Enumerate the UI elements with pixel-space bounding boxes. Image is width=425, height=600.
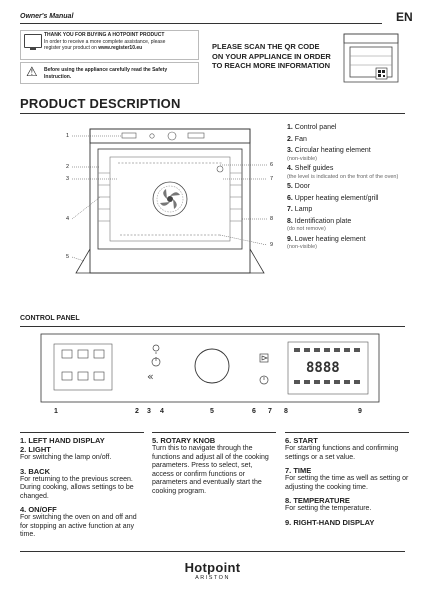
- list-item: 2. Fan: [287, 135, 307, 143]
- callout-4: 4: [66, 216, 70, 222]
- header-divider: [20, 23, 382, 24]
- warning-triangle-icon: ⚠: [26, 64, 38, 79]
- list-item: 7. Lamp: [287, 206, 313, 213]
- list-item: 8. Identification plate(do not remove): [287, 217, 352, 233]
- thanks-line2: register your product on: [44, 45, 99, 51]
- brand-logo: Hotpoint: [184, 560, 241, 575]
- list-item: 3. Circular heating element(non-visible): [287, 147, 371, 162]
- callout-2: 2: [66, 164, 70, 170]
- heading-time: 7. TIME: [285, 466, 312, 475]
- right-display-digits: 8888: [306, 360, 340, 376]
- panel-num-4: 4: [160, 408, 164, 415]
- heading-temperature: 8. TEMPERATURE: [285, 496, 350, 505]
- oven-diagram: [71, 128, 268, 274]
- thanks-heading: THANK YOU FOR BUYING A HOTPOINT PRODUCT: [44, 32, 165, 38]
- panel-num-1: 1: [54, 408, 58, 415]
- monitor-icon: [24, 34, 42, 50]
- register-link[interactable]: www.register10.eu: [98, 45, 143, 51]
- list-item: 4. Shelf guides(the level is indicated o…: [287, 165, 399, 180]
- panel-column-2: 5. ROTARY KNOB Turn this to navigate thr…: [152, 432, 276, 500]
- panel-num-5: 5: [210, 408, 214, 415]
- light-icon: [152, 344, 160, 354]
- callout-7: 7: [270, 176, 274, 182]
- panel-num-9: 9: [358, 408, 362, 415]
- text-temperature: For setting the temperature.: [285, 505, 372, 512]
- text-rotary-knob: Turn this to navigate through the functi…: [152, 445, 269, 495]
- list-item: 1. Control panel: [287, 124, 337, 131]
- callout-6: 6: [270, 162, 274, 168]
- svg-text:«: «: [147, 370, 154, 383]
- list-item: 9. Lower heating element(non-visible): [287, 235, 366, 251]
- heading-rotary-knob: 5. ROTARY KNOB: [152, 436, 216, 445]
- text-time: For setting the time as well as setting …: [285, 475, 409, 491]
- list-item: 5. Door: [287, 183, 310, 190]
- control-panel-title: CONTROL PANEL: [20, 315, 80, 322]
- warning-box: [20, 62, 199, 84]
- text-start: For starting functions and confirming se…: [285, 445, 399, 461]
- oven-qr-sketch-icon: [343, 33, 399, 83]
- heading-right-display: 9. RIGHT-HAND DISPLAY: [285, 517, 375, 527]
- thanks-text: THANK YOU FOR BUYING A HOTPOINT PRODUCT …: [44, 32, 194, 52]
- callout-1: 1: [66, 133, 70, 139]
- panel-num-6: 6: [252, 408, 256, 415]
- panel-num-2: 2: [135, 408, 139, 415]
- list-item: 6. Upper heating element/grill: [287, 194, 379, 202]
- language-code: EN: [396, 10, 413, 24]
- text-back: For returning to the previous screen. Du…: [20, 475, 134, 500]
- control-panel-diagram: « 8888: [40, 333, 380, 403]
- callout-8: 8: [270, 216, 274, 222]
- qr-instructions: PLEASE SCAN THE QR CODE ON YOUR APPLIANC…: [212, 42, 331, 70]
- section-divider: [20, 113, 405, 114]
- control-panel-divider: [20, 326, 405, 327]
- warning-text: Before using the appliance carefully rea…: [44, 67, 168, 80]
- manual-title: Owner's Manual: [20, 13, 74, 20]
- panel-column-1: 1. LEFT HAND DISPLAY 2. LIGHT For switch…: [20, 432, 144, 544]
- heading-back: 3. BACK: [20, 466, 51, 476]
- heading-left-display: 1. LEFT HAND DISPLAY: [20, 436, 105, 445]
- panel-column-3: 6. START For starting functions and conf…: [285, 432, 409, 527]
- callout-3: 3: [66, 176, 70, 182]
- heading-start: 6. START: [285, 436, 318, 445]
- heading-light: 2. LIGHT: [20, 445, 51, 454]
- component-list: 1. Control panel 2. Fan 3. Circular heat…: [287, 124, 412, 254]
- heading-onoff: 4. ON/OFF: [20, 505, 57, 514]
- panel-callouts: 1 2 3 4 5 6 7 8 9: [40, 408, 380, 420]
- brand-sub-logo: ARISTON: [195, 575, 230, 581]
- product-description-title: PRODUCT DESCRIPTION: [20, 96, 181, 111]
- panel-num-3: 3: [147, 408, 151, 415]
- panel-num-8: 8: [284, 408, 288, 415]
- text-onoff: For switching the oven on and off and fo…: [20, 514, 137, 538]
- callout-9: 9: [270, 242, 274, 248]
- text-light: For switching the lamp on/off.: [20, 454, 112, 461]
- footer-divider: [20, 551, 405, 552]
- panel-num-7: 7: [268, 408, 272, 415]
- thanks-box: [20, 30, 199, 60]
- thanks-line1: In order to receive a more complete assi…: [44, 38, 166, 45]
- callout-5: 5: [66, 254, 70, 260]
